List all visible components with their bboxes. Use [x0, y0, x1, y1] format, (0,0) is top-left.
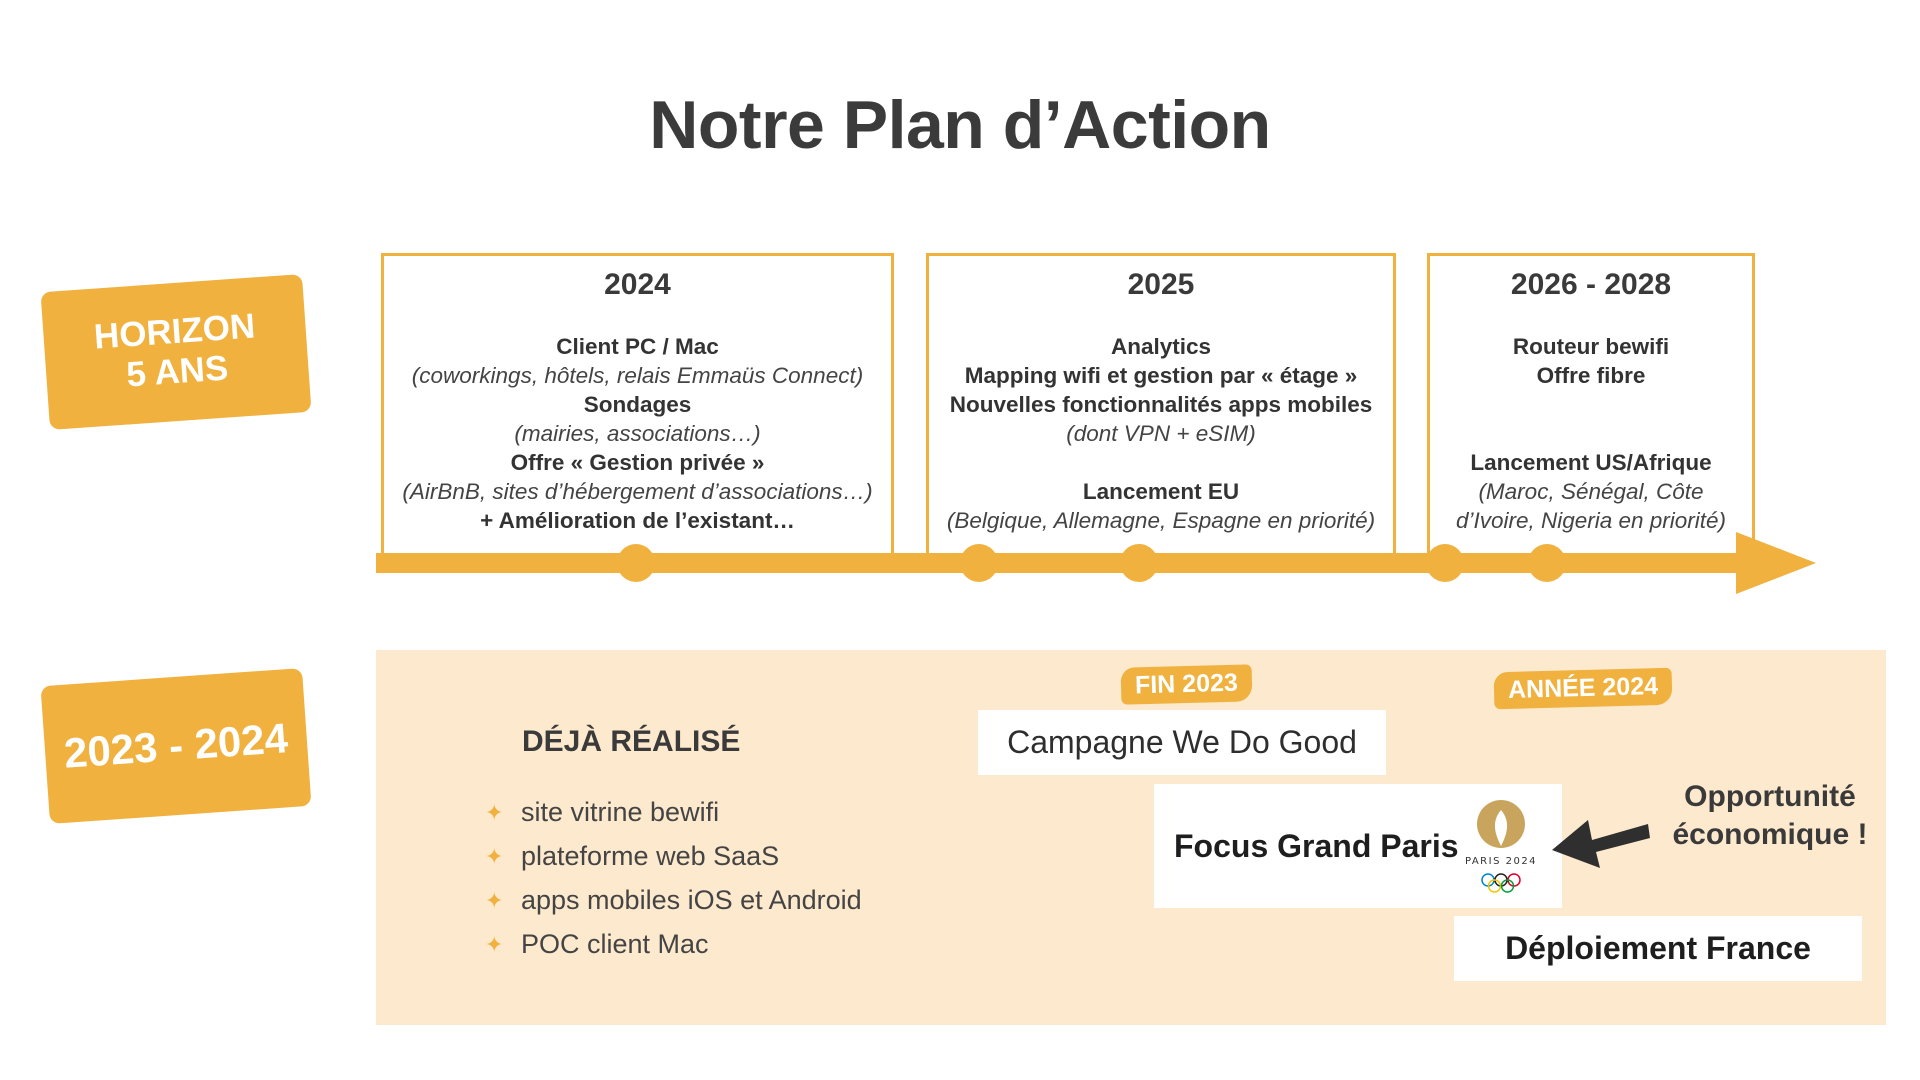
done-list-item: ✦ POC client Mac — [485, 929, 709, 960]
year-line: Nouvelles fonctionnalités apps mobiles — [949, 392, 1373, 417]
spacer — [929, 448, 1393, 477]
year-line: Client PC / Mac — [556, 334, 719, 359]
year-box-2026-2028: 2026 - 2028 Routeur bewifi Offre fibre L… — [1427, 253, 1755, 553]
horizon-tag: HORIZON 5 ANS — [40, 274, 312, 430]
timeline-dot — [960, 544, 998, 582]
timeline-dot — [1120, 544, 1158, 582]
timeline-arrowhead — [1736, 532, 1816, 594]
year-line: Lancement EU — [1082, 479, 1240, 504]
year-title: 2024 — [604, 268, 671, 301]
page-title: Notre Plan d’Action — [649, 87, 1271, 163]
opportunity-label: Opportunité économique ! — [1660, 778, 1880, 854]
year-line: (Belgique, Allemagne, Espagne en priorit… — [946, 508, 1376, 533]
timeline-dot — [1426, 544, 1464, 582]
done-title: DÉJÀ RÉALISÉ — [522, 725, 741, 758]
timeline-dot — [617, 544, 655, 582]
year-line: + Amélioration de l’existant… — [480, 508, 795, 533]
deploy-box: Déploiement France — [1454, 916, 1862, 981]
star-bullet-icon: ✦ — [485, 887, 504, 913]
year-line: Mapping wifi et gestion par « étage » — [964, 363, 1358, 388]
year-line: Analytics — [1110, 334, 1212, 359]
year-box-2024: 2024 Client PC / Mac (coworkings, hôtels… — [381, 253, 894, 553]
star-bullet-icon: ✦ — [485, 799, 504, 825]
done-item-label: site vitrine bewifi — [521, 797, 720, 827]
spacer — [1430, 419, 1752, 448]
stamp-fin-2023: FIN 2023 — [1120, 664, 1253, 705]
year-line: Routeur bewifi — [1512, 334, 1670, 359]
year-title: 2025 — [1127, 268, 1195, 301]
spacer — [1430, 390, 1752, 419]
opportunity-line1: Opportunité — [1684, 780, 1856, 813]
done-item-label: POC client Mac — [521, 929, 709, 959]
done-list-item: ✦ apps mobiles iOS et Android — [485, 885, 862, 916]
opportunity-line2: économique ! — [1672, 818, 1868, 851]
year-line: d’Ivoire, Nigeria en priorité) — [1455, 508, 1727, 533]
year-line: Sondages — [583, 392, 692, 417]
year-title: 2026 - 2028 — [1510, 268, 1672, 301]
arrow-left-icon — [1552, 820, 1650, 868]
timeline-arrow — [376, 532, 1816, 594]
campagne-box: Campagne We Do Good — [978, 710, 1386, 775]
done-item-label: apps mobiles iOS et Android — [521, 885, 862, 915]
period-tag: 2023 - 2024 — [40, 668, 312, 824]
done-list-item: ✦ plateforme web SaaS — [485, 841, 779, 872]
year-line: (AirBnB, sites d’hébergement d’associati… — [402, 479, 873, 504]
timeline-bar — [376, 553, 1746, 573]
done-item-label: plateforme web SaaS — [521, 841, 780, 871]
year-line: Offre « Gestion privée » — [510, 450, 765, 475]
year-line: Lancement US/Afrique — [1470, 450, 1712, 475]
year-line: (mairies, associations…) — [514, 421, 761, 446]
done-list-item: ✦ site vitrine bewifi — [485, 797, 719, 828]
horizon-tag-line2: 5 ANS — [125, 348, 230, 395]
year-box-2025: 2025 Analytics Mapping wifi et gestion p… — [926, 253, 1396, 553]
star-bullet-icon: ✦ — [485, 931, 504, 957]
star-bullet-icon: ✦ — [485, 843, 504, 869]
paris-logo-text: PARIS 2024 — [1465, 856, 1537, 867]
paris-2024-logo: PARIS 2024 — [1465, 800, 1537, 893]
year-line: (dont VPN + eSIM) — [1066, 421, 1256, 446]
year-line: (Maroc, Sénégal, Côte — [1478, 479, 1704, 504]
timeline-dot — [1528, 544, 1566, 582]
horizon-tag-line1: HORIZON — [92, 306, 257, 357]
stamp-annee-2024: ANNÉE 2024 — [1493, 667, 1673, 710]
year-line: (coworkings, hôtels, relais Emmaüs Conne… — [411, 363, 864, 388]
year-line: Offre fibre — [1536, 363, 1646, 388]
